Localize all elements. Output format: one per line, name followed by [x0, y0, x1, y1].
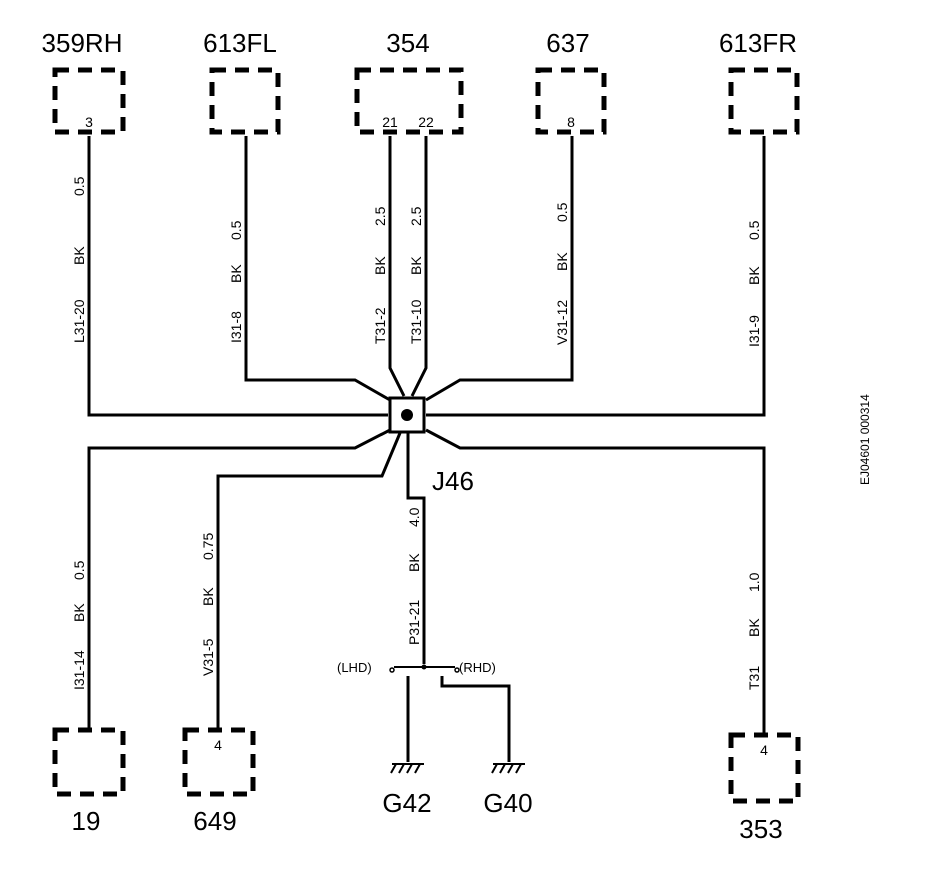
wire-354-21-annotation: 2.5 BK T31-2: [372, 206, 388, 344]
junction-j46-label: J46: [432, 466, 474, 496]
reference-code: EJ04601 000314: [858, 394, 872, 485]
wire-649-color: BK: [200, 587, 216, 606]
connector-649-box: [182, 727, 256, 797]
connector-613fl-label: 613FL: [203, 28, 277, 58]
connector-353-pin: 4: [760, 742, 768, 758]
option-lhd-label: (LHD): [337, 660, 372, 675]
wire-353-circuit: T31: [746, 666, 762, 690]
wire-637-size: 0.5: [554, 202, 570, 222]
wire-613fr: [426, 136, 766, 417]
wire-353-color: BK: [746, 618, 762, 637]
wire-ground-size: 4.0: [406, 507, 422, 527]
wire-354-22-color: BK: [408, 256, 424, 275]
wire-ground-circuit: P31-21: [406, 600, 422, 645]
connector-637-box: [535, 67, 607, 135]
wire-354-21-color: BK: [372, 256, 388, 275]
wire-354-22-circuit: T31-10: [408, 299, 424, 344]
junction-j46-dot: [401, 409, 413, 421]
connector-19-box: [52, 727, 126, 797]
wire-613fl-color: BK: [228, 264, 244, 283]
wire-359rh-circuit: L31-20: [71, 299, 87, 343]
wire-354-22-size: 2.5: [408, 206, 424, 226]
connector-613fl-box: [209, 67, 281, 135]
ground-g40-icon: [491, 763, 525, 774]
wire-613fr-size: 0.5: [746, 220, 762, 240]
wire-613fl: [244, 136, 391, 402]
wire-19-color: BK: [71, 603, 87, 622]
wire-19-annotation: 0.5 BK I31-14: [71, 560, 87, 690]
wire-353-annotation: 1.0 BK T31: [746, 572, 762, 690]
wire-359rh-color: BK: [71, 246, 87, 265]
wire-353-size: 1.0: [746, 572, 762, 592]
wire-359rh-size: 0.5: [71, 176, 87, 196]
connector-353-label: 353: [739, 814, 782, 844]
wire-354-21: [388, 136, 406, 397]
wire-613fl-size: 0.5: [228, 220, 244, 240]
wire-ground-main: [406, 433, 426, 664]
connector-649-pin: 4: [214, 737, 222, 753]
wire-613fr-annotation: 0.5 BK I31-9: [746, 220, 762, 347]
wire-19-size: 0.5: [71, 560, 87, 580]
wire-613fr-circuit: I31-9: [746, 315, 762, 347]
wire-354-22-annotation: 2.5 BK T31-10: [408, 206, 424, 344]
wire-613fl-circuit: I31-8: [228, 311, 244, 343]
wire-637-annotation: 0.5 BK V31-12: [554, 202, 570, 345]
wire-ground-annotation: 4.0 BK P31-21: [406, 507, 422, 645]
connector-637-pin: 8: [567, 114, 575, 130]
wire-354-21-size: 2.5: [372, 206, 388, 226]
wire-ground-color: BK: [406, 553, 422, 572]
connector-637-label: 637: [546, 28, 589, 58]
connector-613fr-box: [728, 67, 800, 135]
connector-359rh-box: [52, 67, 126, 135]
wire-613fr-color: BK: [746, 266, 762, 285]
connector-19-label: 19: [72, 806, 101, 836]
lhd-terminal: [389, 667, 395, 673]
wire-637: [425, 136, 574, 402]
connector-354-pin-21: 21: [382, 114, 398, 130]
ground-g40-label: G40: [483, 788, 532, 818]
wire-354-22: [410, 136, 428, 397]
wire-649-annotation: 0.75 BK V31-5: [200, 533, 216, 676]
connector-354-pin-22: 22: [418, 114, 434, 130]
connector-613fr-label: 613FR: [719, 28, 797, 58]
option-rhd-label: (RHD): [459, 660, 496, 675]
wire-359rh-annotation: 0.5 BK L31-20: [71, 176, 87, 343]
wire-g40: [440, 676, 511, 762]
ground-g42-icon: [390, 763, 424, 774]
wire-649: [216, 432, 402, 728]
wire-19: [87, 428, 391, 728]
wire-19-circuit: I31-14: [71, 650, 87, 690]
connector-359rh-label: 359RH: [42, 28, 123, 58]
wire-354-21-circuit: T31-2: [372, 307, 388, 344]
connector-354-label: 354: [386, 28, 429, 58]
connector-359rh-pin: 3: [85, 114, 93, 130]
connector-354-box: [354, 67, 464, 135]
wire-353: [425, 428, 766, 733]
connector-353-box: [728, 732, 801, 804]
wire-637-circuit: V31-12: [554, 300, 570, 345]
wire-359rh: [87, 136, 388, 417]
wire-649-circuit: V31-5: [200, 638, 216, 676]
connector-649-label: 649: [193, 806, 236, 836]
rhd-terminal: [454, 667, 460, 673]
wire-649-size: 0.75: [200, 533, 216, 560]
branch-dot: [421, 664, 427, 670]
wire-637-color: BK: [554, 252, 570, 271]
wire-613fl-annotation: 0.5 BK I31-8: [228, 220, 244, 343]
ground-g42-label: G42: [382, 788, 431, 818]
